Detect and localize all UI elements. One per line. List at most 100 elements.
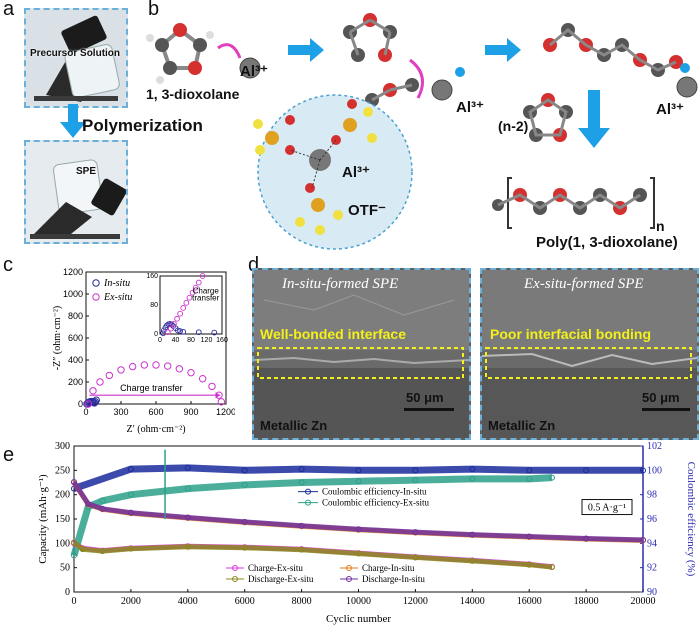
data-point — [71, 552, 77, 559]
polymerization-label: Polymerization — [82, 116, 203, 135]
inset-annotation-2: transfer — [192, 294, 219, 303]
inset-data-point — [199, 273, 206, 279]
legend-marker — [305, 488, 311, 495]
data-point-ex-situ — [140, 361, 149, 369]
data-point — [71, 539, 77, 546]
y2-tick-label: 102 — [647, 441, 662, 452]
coefficient-label: (n-2) — [498, 118, 529, 134]
data-point-in-situ — [92, 396, 100, 404]
inset-data-point — [192, 284, 199, 291]
x-tick-label: 8000 — [292, 596, 312, 607]
y2-tick-label: 94 — [647, 538, 657, 549]
in-situ-sem-image: In-situ-formed SPE Well-bonded interface… — [252, 268, 471, 440]
data-point — [71, 479, 77, 486]
data-point-ex-situ — [217, 398, 226, 406]
data-point — [640, 467, 646, 474]
ex-situ-sem-texture — [482, 270, 697, 438]
in-situ-zn-label: Metallic Zn — [260, 418, 328, 433]
in-situ-scalebar — [404, 408, 454, 411]
ex-situ-scalebar — [642, 408, 690, 411]
data-point — [412, 529, 419, 536]
otf-coordination-circle — [257, 94, 413, 250]
polymer-subscript-n: n — [656, 218, 665, 234]
inset-data-point — [164, 329, 171, 336]
x-tick-label: 18000 — [574, 596, 599, 607]
y2-tick-label: 92 — [647, 563, 657, 574]
data-point — [298, 546, 305, 553]
inset-y-tick-label: 0 — [154, 331, 158, 338]
inset-data-point — [168, 325, 174, 332]
attack-arrow-icon — [217, 43, 242, 59]
legend-marker — [346, 565, 352, 571]
inset-x-tick-label: 0 — [158, 337, 162, 344]
data-point — [99, 497, 106, 504]
y-tick-label: 400 — [68, 355, 83, 365]
legend-marker — [92, 279, 100, 287]
inset-y-tick-label: 160 — [146, 273, 158, 280]
y-tick-label: 150 — [55, 514, 70, 525]
data-point — [583, 467, 590, 474]
x-tick-label: 1200 — [216, 407, 235, 417]
data-point-ex-situ — [152, 361, 160, 369]
data-point — [412, 554, 419, 561]
legend-marker — [232, 565, 238, 571]
y2-tick-label: 96 — [647, 514, 657, 525]
rate-label: 0.5 A·g⁻¹ — [588, 503, 626, 514]
y2-tick-label: 100 — [647, 465, 662, 476]
data-point — [526, 533, 533, 540]
data-point-ex-situ — [208, 382, 216, 391]
data-point-ex-situ — [96, 378, 104, 386]
x-axis-title: Z′ (ohm·cm⁻²) — [126, 424, 185, 435]
data-point-ex-situ — [163, 362, 172, 370]
data-point — [469, 531, 476, 538]
inset-frame — [159, 275, 223, 335]
series-line-discharge-ex-situ — [72, 540, 553, 570]
inset-data-point — [180, 305, 187, 311]
data-point — [241, 518, 248, 525]
panel-b-label: b — [148, 0, 160, 20]
data-point — [127, 509, 134, 516]
data-point — [127, 491, 134, 498]
n2-dioxolane-molecule — [523, 93, 573, 142]
inset-data-point — [189, 289, 196, 296]
ex-situ-zn-label: Metallic Zn — [488, 418, 556, 433]
x-tick-label: 6000 — [235, 596, 255, 607]
x-tick-label: 600 — [148, 407, 163, 417]
arrow-head — [215, 392, 221, 399]
in-situ-highlight: Well-bonded interface — [260, 326, 406, 342]
x-tick-label: 14000 — [460, 596, 485, 607]
data-point — [85, 500, 92, 507]
polymerization-arrow-icon — [60, 104, 86, 138]
data-point — [412, 467, 419, 474]
data-point — [298, 479, 305, 486]
data-point — [548, 564, 555, 571]
series-line-coulombic-efficiency-in-situ — [72, 464, 643, 492]
in-situ-scale-text: 50 μm — [406, 390, 444, 405]
panel-a-label: a — [3, 0, 15, 20]
data-point — [526, 475, 533, 482]
data-point-in-situ — [91, 398, 100, 406]
data-point-ex-situ — [175, 365, 184, 373]
x-tick-label: 2000 — [121, 596, 141, 607]
al-ion-sphere-2 — [431, 79, 453, 101]
y-tick-label: 0 — [78, 399, 83, 409]
chain-molecule — [543, 23, 683, 77]
intermediate-molecule — [343, 13, 419, 107]
legend-label: Charge-In-situ — [362, 563, 415, 573]
series-line-discharge-in-situ — [71, 480, 644, 543]
data-point — [469, 475, 476, 482]
legend-label: Discharge-Ex-situ — [248, 574, 314, 584]
data-point — [184, 485, 191, 492]
inset-data-point — [168, 321, 175, 328]
y-tick-label: 600 — [68, 333, 83, 343]
legend-label: Ex-situ — [103, 292, 132, 303]
x-tick-label: 300 — [113, 407, 128, 417]
reaction-arrow-3-icon — [578, 90, 610, 148]
inset-x-tick-label: 40 — [172, 337, 180, 344]
ex-situ-sem-image: Ex-situ-formed SPE Poor interfacial bond… — [480, 268, 699, 440]
inset-data-point — [183, 299, 190, 306]
legend-marker — [232, 576, 238, 582]
data-point — [526, 467, 533, 474]
